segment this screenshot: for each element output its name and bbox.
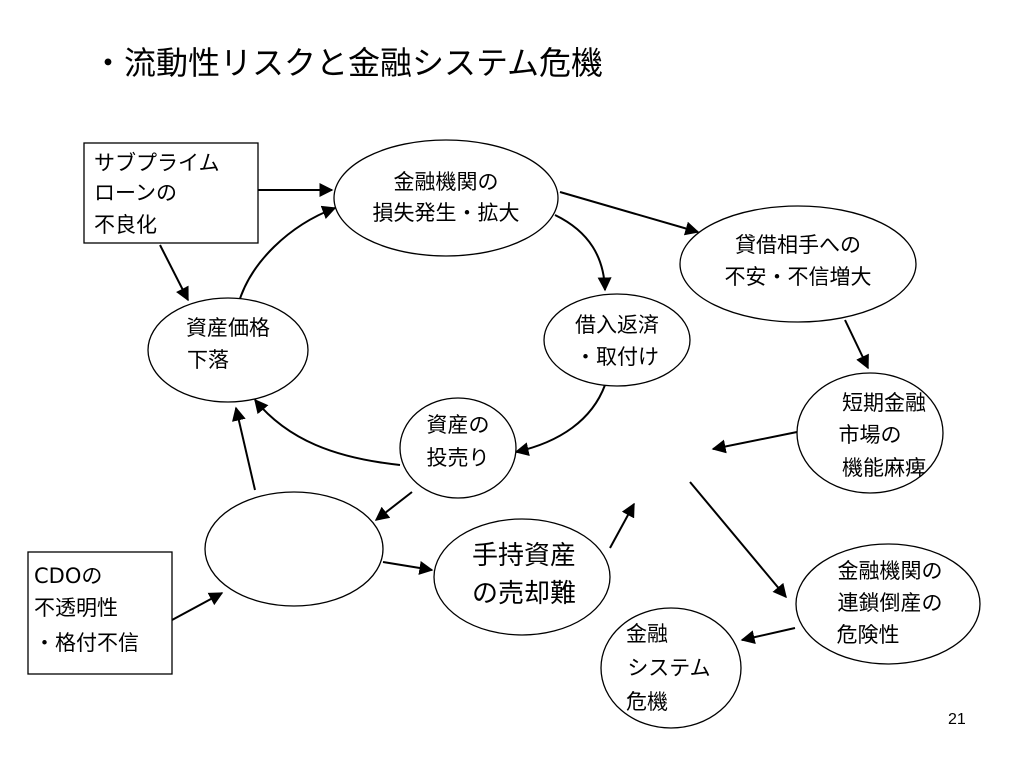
edge-to-chain-bankruptcy (689, 481, 787, 599)
node-chain-bankruptcy-line-1: 金融機関の (838, 559, 943, 583)
node-counterparty-anxiety-line-1: 貸借相手への (735, 233, 861, 257)
node-loan-recall-line-1: 借入返済 (575, 313, 659, 337)
node-chain-bankruptcy-line-2: 連鎖倒産の (838, 591, 943, 615)
node-financial-crisis: 金融 システム 危機 (600, 607, 742, 729)
node-loan-recall-line-2: ・取付け (575, 345, 659, 369)
node-cdo-opacity: CDOの 不透明性 ・格付不信 (27, 551, 173, 675)
edges-group (159, 183, 869, 645)
node-short-term-market: 短期金融 市場の 機能麻痺 (796, 372, 944, 494)
node-subprime-line-3: 不良化 (94, 213, 157, 237)
edge-bank-loss-to-counterparty-anxiety (559, 191, 700, 236)
node-asset-price-fall: 資産価格 下落 (147, 297, 309, 403)
node-subprime: サブプライム ローンの 不良化 (83, 142, 259, 244)
edge-bank-loss-to-loan-recall (554, 214, 612, 292)
edge-cdo-opacity-to-blank-node (171, 592, 224, 621)
node-asset-sale-difficulty: 手持資産 の売却難 (433, 518, 611, 636)
node-counterparty-anxiety-line-2: 不安・不信増大 (725, 265, 872, 289)
page-number: 21 (948, 711, 966, 728)
edge-fire-sale-to-blank-node (374, 491, 413, 521)
edge-counterparty-anxiety-to-short-term-market (844, 319, 869, 370)
node-cdo-opacity-line-2: 不透明性 (34, 596, 118, 620)
node-fire-sale: 資産の 投売り (399, 397, 517, 499)
node-financial-crisis-line-2: システム (627, 656, 710, 680)
node-asset-price-fall-line-2: 下落 (187, 348, 229, 372)
node-chain-bankruptcy: 金融機関の 連鎖倒産の 危険性 (795, 543, 981, 665)
node-subprime-line-1: サブプライム (94, 151, 220, 175)
node-financial-crisis-line-3: 危機 (626, 690, 668, 714)
node-financial-crisis-line-1: 金融 (626, 622, 668, 646)
node-bank-loss-line-1: 金融機関の (394, 170, 499, 194)
node-short-term-market-line-2: 市場の (839, 423, 902, 447)
node-cdo-opacity-line-3: ・格付不信 (34, 631, 139, 655)
node-fire-sale-line-1: 資産の (427, 413, 490, 437)
slide-title: ・流動性リスクと金融システム危機 (92, 44, 603, 82)
node-asset-price-fall-line-1: 資産価格 (186, 316, 270, 340)
edge-short-term-market-left (711, 431, 798, 454)
edge-asset-sale-difficulty-up (609, 502, 635, 549)
edge-fire-sale-to-asset-price-fall (254, 398, 401, 466)
edge-subprime-to-asset-price-fall (159, 244, 189, 302)
edge-chain-bankruptcy-to-financial-crisis (740, 627, 796, 645)
edge-blank-node-to-asset-price-fall (232, 406, 256, 491)
node-bank-loss-line-2: 損失発生・拡大 (373, 201, 520, 225)
nodes-group: サブプライム ローンの 不良化 金融機関の 損失発生・拡大 貸借相手への 不安・… (27, 139, 981, 729)
edge-blank-node-to-asset-sale-difficulty (382, 561, 434, 575)
node-cdo-opacity-line-1: CDOの (34, 564, 102, 588)
node-counterparty-anxiety: 貸借相手への 不安・不信増大 (679, 205, 917, 323)
node-blank (204, 491, 384, 607)
node-asset-sale-difficulty-line-2: の売却難 (472, 579, 576, 609)
edge-asset-price-fall-to-bank-loss (237, 205, 337, 306)
node-short-term-market-line-1: 短期金融 (842, 391, 926, 415)
edge-loan-recall-to-fire-sale (514, 384, 606, 457)
node-subprime-line-2: ローンの (94, 181, 177, 205)
node-fire-sale-line-2: 投売り (427, 446, 490, 470)
node-asset-sale-difficulty-line-1: 手持資産 (472, 541, 576, 571)
node-loan-recall: 借入返済 ・取付け (543, 293, 691, 387)
node-short-term-market-line-3: 機能麻痺 (842, 456, 926, 480)
node-bank-loss: 金融機関の 損失発生・拡大 (333, 139, 559, 257)
node-chain-bankruptcy-line-3: 危険性 (837, 623, 900, 647)
